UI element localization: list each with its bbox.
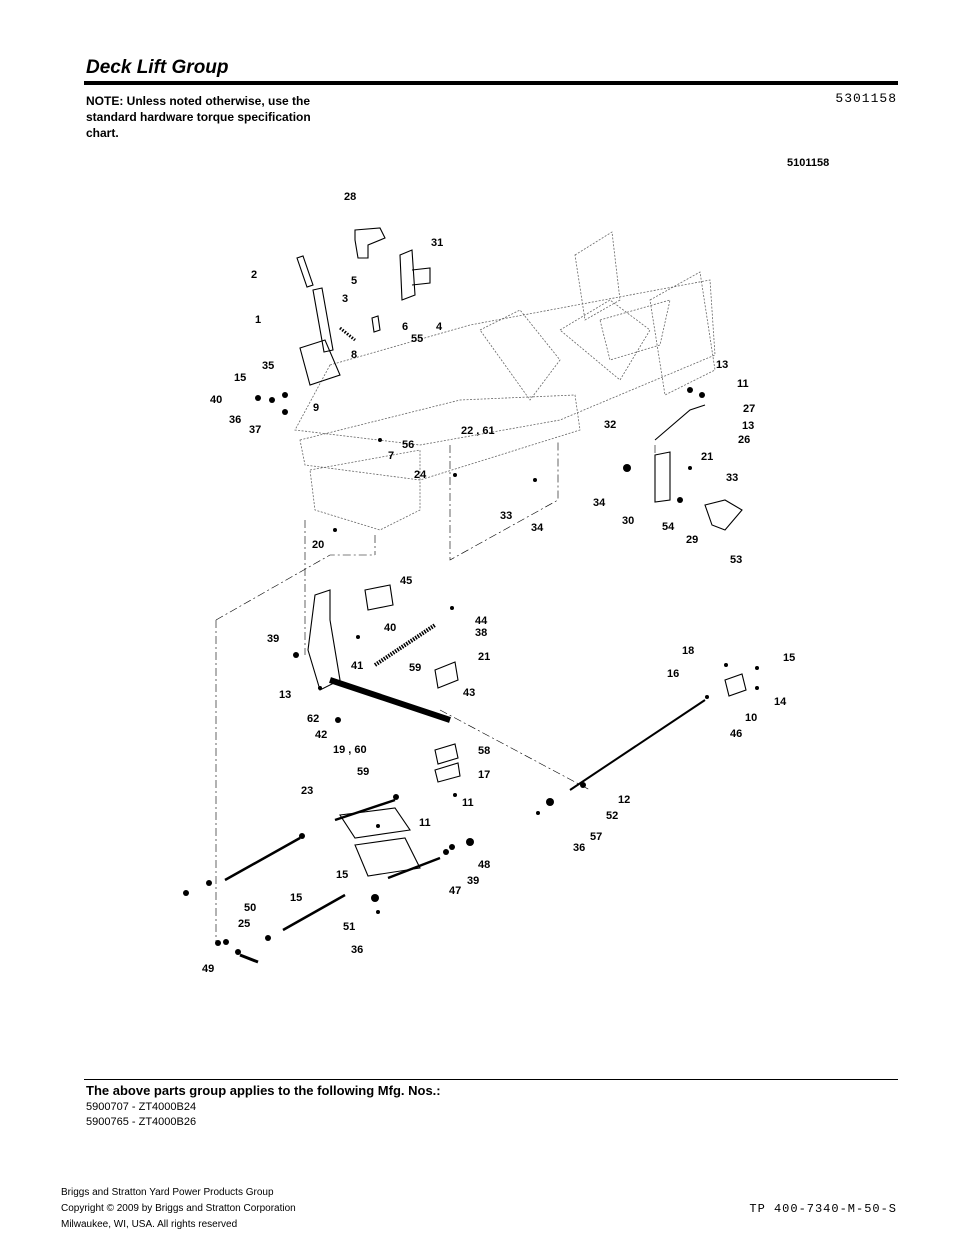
callout: 41 [351,660,363,672]
applies-rule [84,1079,898,1080]
footer-line: Briggs and Stratton Yard Power Products … [61,1187,274,1198]
callout: 15 [783,652,795,664]
callout: 7 [388,450,394,462]
callout: 52 [606,810,618,822]
callout: 8 [351,349,357,361]
callout: 50 [244,902,256,914]
callout: 40 [384,622,396,634]
copyright-footer: Briggs and Stratton Yard Power Products … [61,1185,296,1233]
callout: 11 [419,817,431,829]
callout: 25 [238,918,250,930]
title-rule [84,81,898,85]
callout: 13 [716,359,728,371]
callout: 55 [411,333,423,345]
callout: 45 [400,575,412,587]
callout: 30 [622,515,634,527]
callout: 9 [313,402,319,414]
callout: 56 [402,439,414,451]
callout: 2 [251,269,257,281]
callout: 17 [478,769,490,781]
callout: 47 [449,885,461,897]
callout: 34 [593,497,606,509]
callout: 15 [336,869,348,881]
callout: 5 [351,275,357,287]
callout: 38 [475,627,487,639]
callout: 10 [745,712,757,724]
callout: 43 [463,687,475,699]
callout: 33 [500,510,512,522]
callout: 32 [604,419,616,431]
callout: 6 [402,321,408,333]
callout: 21 [701,451,713,463]
callout: 3 [342,293,348,305]
callout: 21 [478,651,490,663]
callout: 11 [737,378,749,390]
callout: 19 , 60 [333,744,367,756]
callout: 15 [234,372,246,384]
callout: 36 [229,414,241,426]
callout: 24 [414,469,427,481]
callout: 36 [573,842,585,854]
exploded-parts-diagram: 5101158 28 31 2 5 3 1 6 55 4 35 8 15 40 … [183,157,829,975]
callout: 18 [682,645,694,657]
callout: 28 [344,191,356,203]
callout: 40 [210,394,222,406]
callout: 36 [351,944,363,956]
callout: 46 [730,728,742,740]
torque-note: NOTE: Unless noted otherwise, use the st… [86,94,311,140]
page-title: Deck Lift Group [86,57,229,78]
callout: 26 [738,434,750,446]
callout: 23 [301,785,313,797]
callout: 20 [312,539,324,551]
tp-number: TP 400-7340-M-50-S [749,1202,897,1216]
callout: 13 [279,689,291,701]
callout: 29 [686,534,698,546]
callout: 54 [662,521,675,533]
mfg-number: 5900765 - ZT4000B26 [86,1116,197,1128]
callout: 27 [743,403,755,415]
callout: 16 [667,668,679,680]
callout: 59 [357,766,369,778]
callout: 39 [467,875,479,887]
callout: 57 [590,831,602,843]
callout: 51 [343,921,355,933]
footer-line: Milwaukee, WI, USA. All rights reserved [61,1219,238,1230]
document-number: 5301158 [835,91,897,106]
applies-heading: The above parts group applies to the fol… [86,1083,441,1098]
callout: 34 [531,522,544,534]
callout: 62 [307,713,319,725]
callout: 48 [478,859,490,871]
callout: 44 [475,615,488,627]
callout: 12 [618,794,630,806]
callout: 15 [290,892,302,904]
callout: 58 [478,745,490,757]
callout: 42 [315,729,327,741]
callout: 59 [409,662,421,674]
callout: 35 [262,360,274,372]
mfg-number: 5900707 - ZT4000B24 [86,1101,197,1113]
callout: 33 [726,472,738,484]
callout: 1 [255,314,261,326]
callout: 11 [462,797,474,809]
callout-labels: 28 31 2 5 3 1 6 55 4 35 8 15 40 36 9 37 … [202,191,795,975]
callout: 37 [249,424,261,436]
footer-line: Copyright © 2009 by Briggs and Stratton … [61,1203,296,1214]
callout: 22 , 61 [461,425,495,437]
callout: 14 [774,696,787,708]
callout: 4 [436,321,443,333]
callout: 31 [431,237,443,249]
callout: 49 [202,963,214,975]
figure-id: 5101158 [787,157,829,169]
callout: 13 [742,420,754,432]
callout: 39 [267,633,279,645]
callout: 53 [730,554,742,566]
